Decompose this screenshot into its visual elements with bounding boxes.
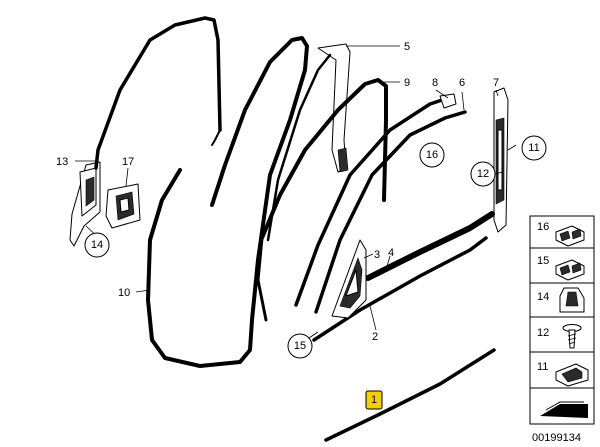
part-4-seal-strip[interactable] bbox=[365, 211, 495, 281]
diagram-code: 00199134 bbox=[532, 432, 581, 444]
part-5-frame-trim[interactable] bbox=[266, 43, 351, 242]
svg-text:12: 12 bbox=[537, 327, 549, 339]
panel-row-16[interactable]: 16 bbox=[530, 221, 594, 249]
hardware-panel: 16 15 14 bbox=[529, 215, 595, 425]
svg-text:1: 1 bbox=[371, 394, 377, 406]
panel-row-wedge[interactable] bbox=[540, 401, 588, 418]
callout-circle-11: 11 bbox=[521, 135, 547, 161]
leader-lines bbox=[75, 45, 517, 345]
svg-text:11: 11 bbox=[528, 142, 539, 154]
callout-10: 10 bbox=[118, 287, 130, 299]
clip-double-icon bbox=[555, 259, 585, 281]
svg-text:14: 14 bbox=[91, 239, 103, 251]
svg-text:12: 12 bbox=[477, 168, 489, 180]
callout-circle-14: 14 bbox=[84, 232, 110, 258]
callout-6: 6 bbox=[459, 77, 465, 89]
part-6-window-strip[interactable] bbox=[314, 110, 467, 314]
callout-5: 5 bbox=[404, 41, 410, 53]
part-10-door-seal[interactable] bbox=[146, 36, 309, 368]
part-8-window-strip[interactable] bbox=[294, 93, 457, 307]
part-2-belt-strip[interactable] bbox=[312, 236, 488, 342]
callout-2: 2 bbox=[372, 331, 378, 343]
panel-row-15[interactable]: 15 bbox=[530, 255, 594, 284]
callout-13: 13 bbox=[56, 156, 68, 168]
callout-circle-15: 15 bbox=[287, 333, 313, 359]
bracket-clip-icon bbox=[559, 287, 585, 313]
callout-circle-16: 16 bbox=[419, 142, 445, 168]
callout-17: 17 bbox=[122, 156, 134, 168]
svg-text:15: 15 bbox=[537, 255, 549, 267]
callout-8: 8 bbox=[432, 77, 438, 89]
part-9-window-channel[interactable] bbox=[256, 78, 388, 322]
part-outer-frame-seal[interactable] bbox=[94, 16, 222, 170]
clip-double-icon bbox=[555, 225, 585, 247]
callout-7: 7 bbox=[493, 77, 499, 89]
svg-text:15: 15 bbox=[294, 340, 306, 352]
callouts: 5 9 8 6 7 13 17 10 3 4 2 bbox=[56, 41, 499, 343]
part-3-corner-piece[interactable] bbox=[331, 239, 367, 319]
callout-circle-12: 12 bbox=[470, 161, 496, 187]
panel-row-14[interactable]: 14 bbox=[530, 287, 594, 318]
callout-1-highlighted: 1 bbox=[365, 390, 383, 410]
svg-text:16: 16 bbox=[426, 149, 438, 161]
part-17-trim-piece[interactable] bbox=[105, 183, 141, 229]
screw-icon bbox=[562, 324, 582, 349]
callout-9: 9 bbox=[404, 77, 410, 89]
callout-3: 3 bbox=[374, 249, 380, 261]
part-13-pillar-trim[interactable] bbox=[69, 161, 101, 247]
panel-row-12[interactable]: 12 bbox=[530, 324, 594, 353]
svg-text:14: 14 bbox=[537, 291, 549, 303]
panel-row-11[interactable]: 11 bbox=[530, 361, 594, 389]
svg-text:11: 11 bbox=[537, 361, 548, 373]
part-1-bottom-strip[interactable] bbox=[324, 348, 496, 442]
part-7-b-pillar-trim[interactable] bbox=[493, 87, 509, 233]
svg-text:16: 16 bbox=[537, 221, 549, 233]
nut-clip-icon bbox=[555, 363, 589, 387]
callout-4: 4 bbox=[388, 247, 394, 259]
wedge-icon bbox=[540, 401, 588, 418]
